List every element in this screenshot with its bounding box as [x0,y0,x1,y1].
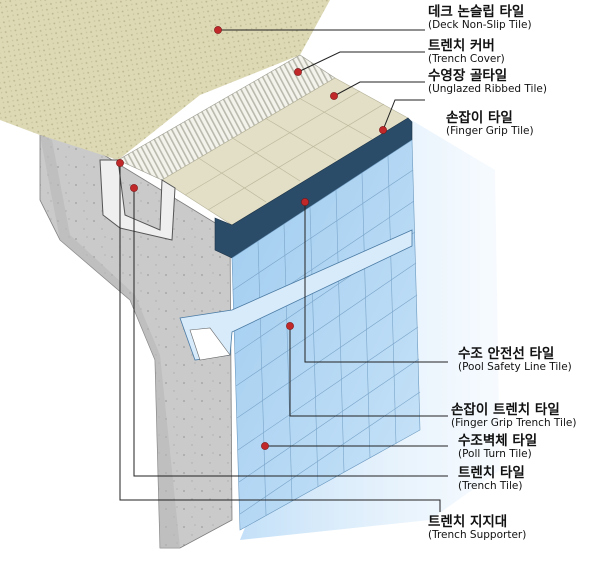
label-turn-ko: 수조벽체 타일 [458,433,538,449]
label-safety-line: 수조 안전선 타일 (Pool Safety Line Tile) [458,347,572,373]
finger-grip-band [214,117,413,259]
label-grip-trench-ko: 손잡이 트렌치 타일 [451,402,560,418]
label-trench-cover-en: (Trench Cover) [428,53,505,66]
leader-trench-tile [133,188,448,477]
label-safety-line-en: (Pool Safety Line Tile) [458,361,572,374]
label-deck: 데크 논슬립 타일 (Deck Non-Slip Tile) [428,5,532,31]
leader-trench-cover [297,51,425,73]
marker-trench-tile [130,184,138,192]
deck-surface [0,0,330,160]
leader-finger-grip [382,99,425,131]
label-ribbed: 수영장 골타일 (Unglazed Ribbed Tile) [428,69,547,95]
label-turn: 수조벽체 타일 (Poll Turn Tile) [458,434,537,460]
marker-turn [261,442,269,450]
concrete-wall-front-face [40,135,180,548]
leader-supporter [119,163,441,512]
marker-trench-cover [294,68,302,76]
label-deck-en: (Deck Non-Slip Tile) [428,19,532,32]
marker-grip-trench [286,322,294,330]
label-grip-trench-en: (Finger Grip Trench Tile) [451,417,577,430]
trench-channel [99,159,176,241]
label-supporter-en: (Trench Supporter) [428,529,527,542]
label-safety-line-ko: 수조 안전선 타일 [458,346,555,362]
label-finger-grip: 손잡이 타일 (Finger Grip Tile) [446,111,534,137]
marker-safety-line [301,198,309,206]
label-ribbed-ko: 수영장 골타일 [428,68,508,84]
label-ribbed-en: (Unglazed Ribbed Tile) [428,83,547,96]
label-supporter: 트렌치 지지대 (Trench Supporter) [428,515,526,541]
marker-deck [214,26,222,34]
leader-ribbed [333,81,425,97]
label-trench-tile-en: (Trench Tile) [458,480,523,493]
label-trench-cover-ko: 트렌치 커버 [428,38,495,54]
label-trench-cover: 트렌치 커버 (Trench Cover) [428,39,505,65]
leader-lines [119,29,448,512]
label-finger-grip-en: (Finger Grip Tile) [446,125,534,138]
leader-safety-line [304,202,448,363]
label-grip-trench: 손잡이 트렌치 타일 (Finger Grip Trench Tile) [451,403,576,429]
marker-supporter [116,159,124,167]
label-trench-tile-ko: 트렌치 타일 [458,465,525,481]
ribbed-tile-grid [184,90,385,211]
marker-finger-grip [379,126,387,134]
label-deck-ko: 데크 논슬립 타일 [428,4,525,20]
label-finger-grip-ko: 손잡이 타일 [446,110,513,126]
marker-ribbed [330,92,338,100]
leader-grip-trench [289,326,448,417]
label-turn-en: (Poll Turn Tile) [458,448,532,461]
markers [116,26,387,450]
wall-tile-face [231,139,421,531]
grip-trench-lip [189,327,231,361]
label-supporter-ko: 트렌치 지지대 [428,514,508,530]
label-trench-tile: 트렌치 타일 (Trench Tile) [458,466,525,492]
